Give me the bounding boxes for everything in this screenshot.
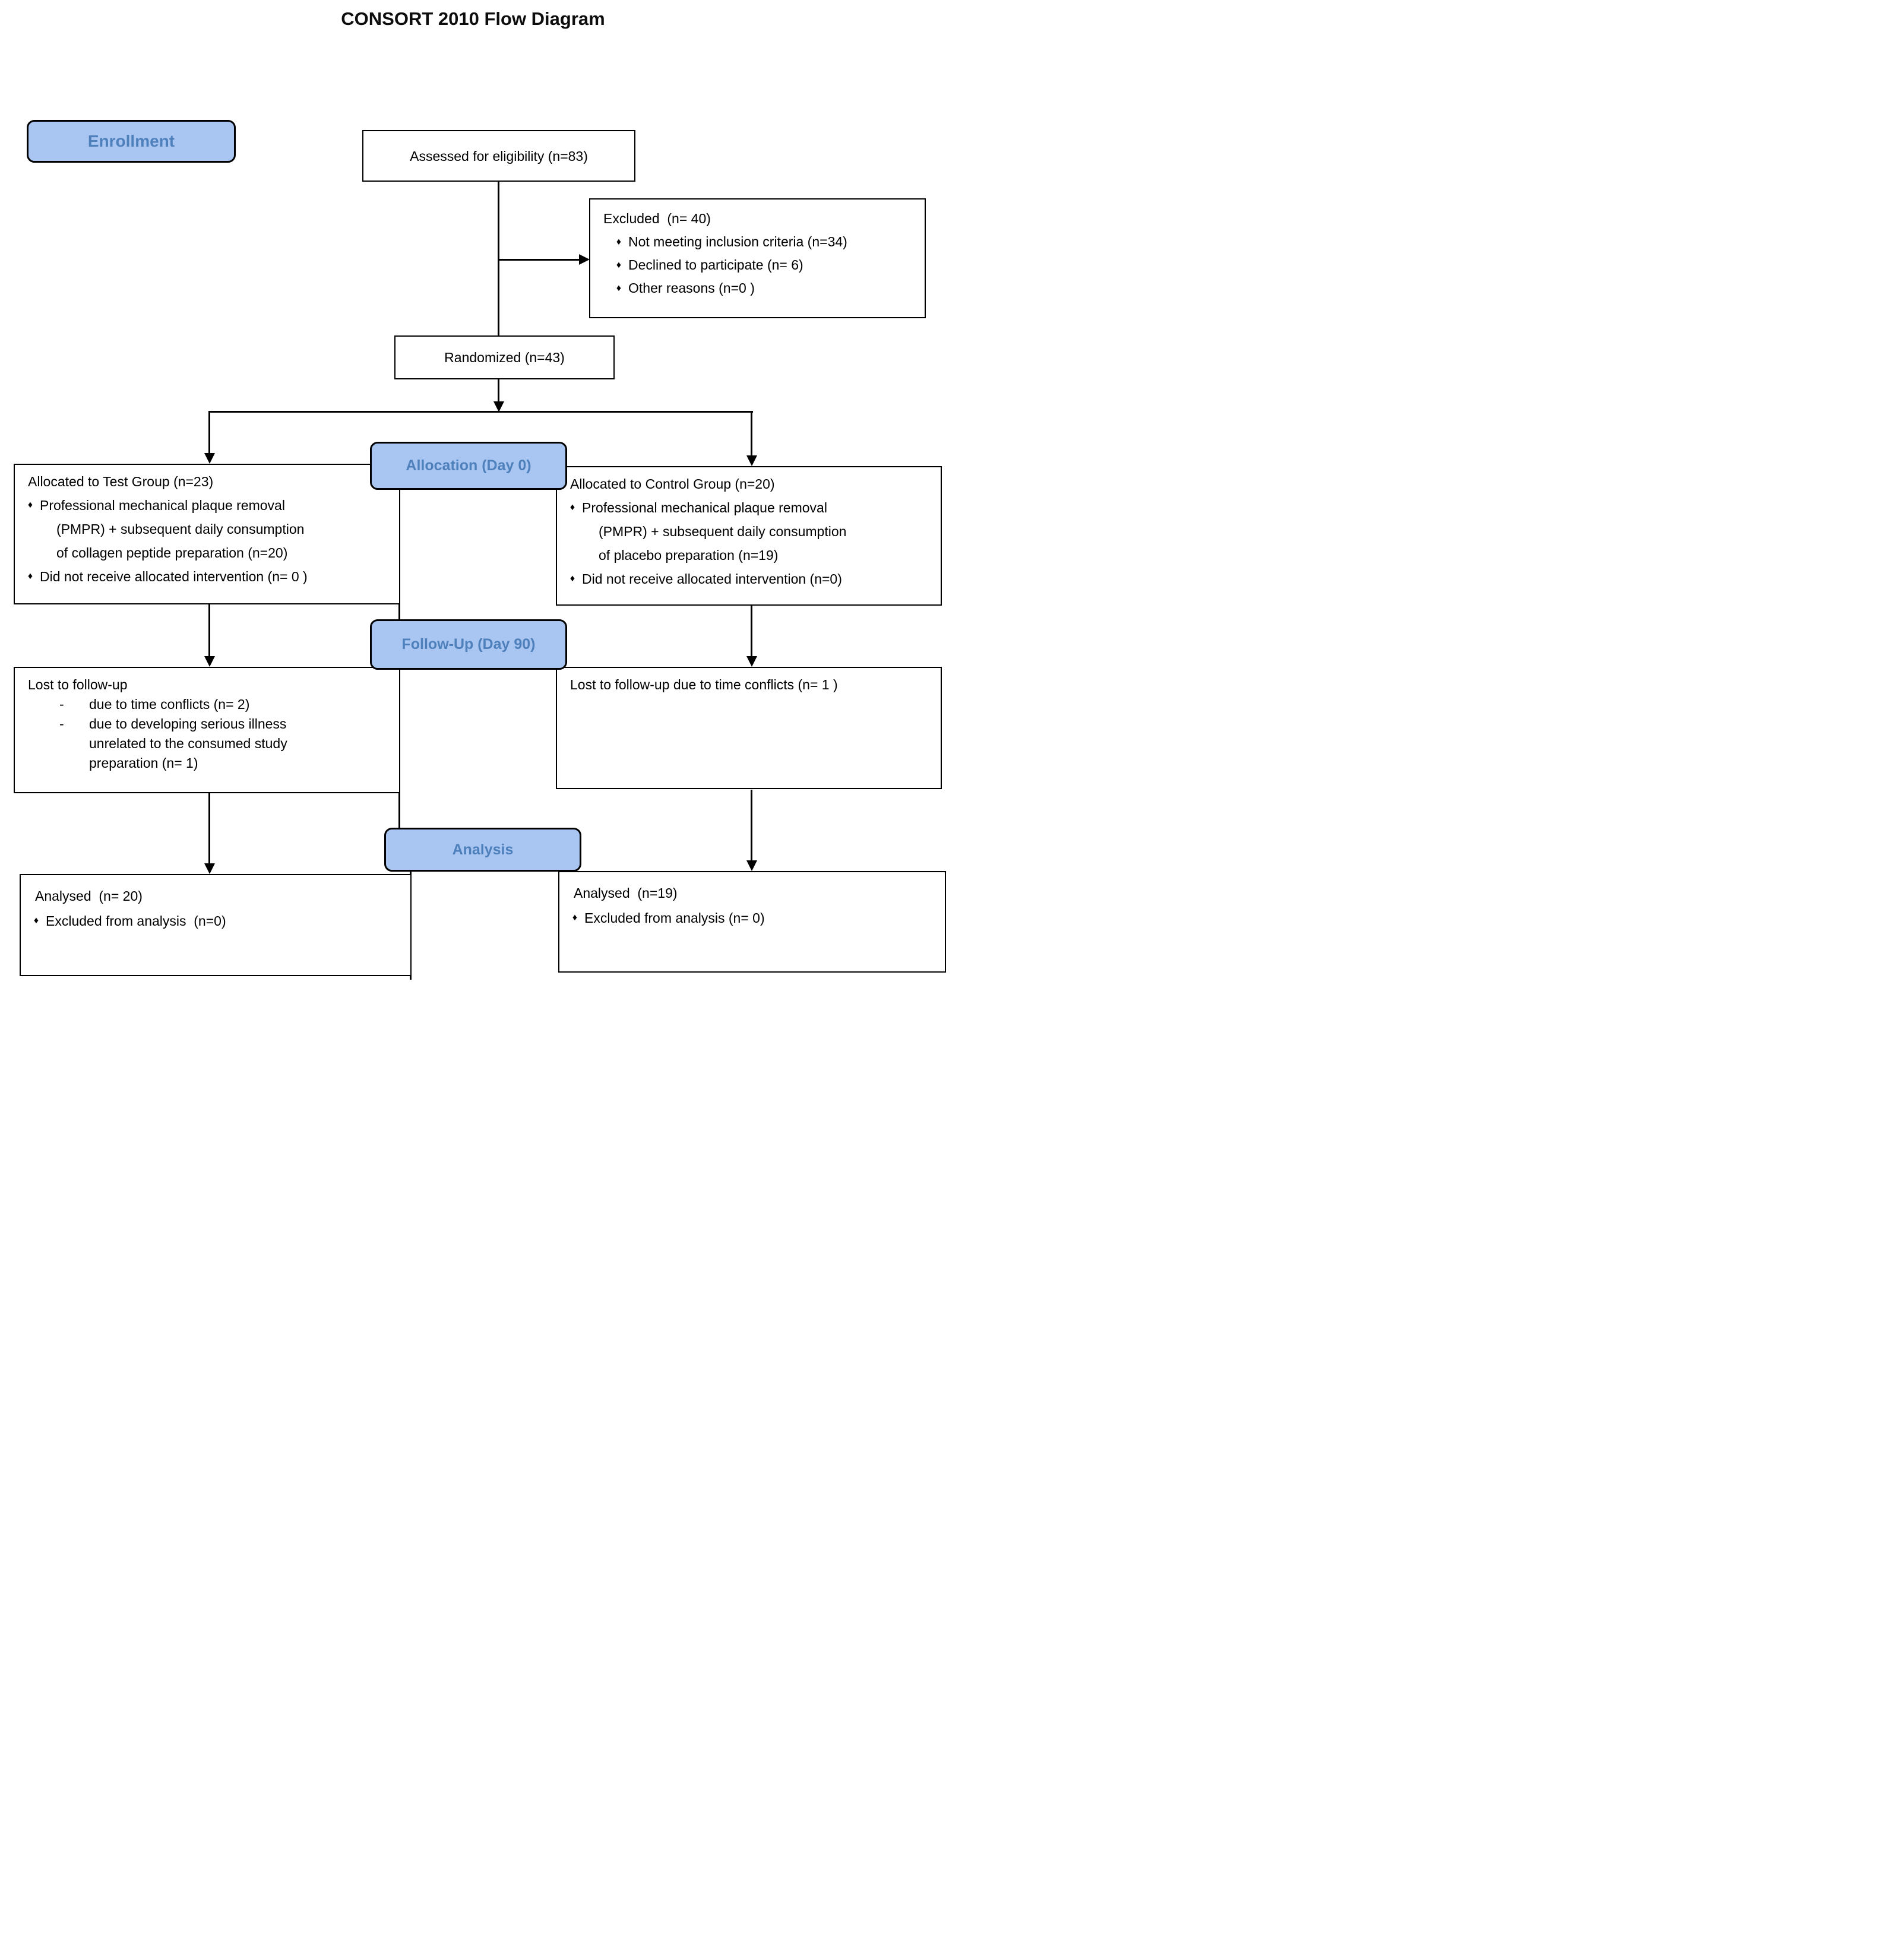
box-analysed-control: Analysed (n=19) ♦ Excluded from analysis… [558, 871, 946, 973]
excluded-bullet-text: Declined to participate (n= 6) [628, 257, 803, 273]
lost-test-item-cont: preparation (n= 1) [89, 755, 198, 771]
control-group-bullet-text: Professional mechanical plaque removal [582, 500, 827, 515]
box-lost-control: Lost to follow-up due to time conflicts … [556, 667, 942, 789]
lost-test-item-text: due to time conflicts (n= 2) [89, 696, 250, 712]
analysed-control-bullet-text: Excluded from analysis (n= 0) [584, 910, 765, 926]
consort-flow-diagram: CONSORT 2010 Flow Diagram Enrollment All… [0, 0, 946, 980]
diamond-bullet-icon: ♦ [616, 237, 622, 247]
test-group-bullet-text: Did not receive allocated intervention (… [40, 569, 308, 584]
connector-randomized-junction [498, 379, 499, 403]
excluded-bullet-text: Not meeting inclusion criteria (n=34) [628, 234, 847, 249]
stage-analysis: Analysis [384, 828, 581, 872]
connector-assessed-randomized [498, 182, 499, 336]
arrowhead-right-icon [579, 254, 590, 265]
arrowhead-down-icon [746, 860, 757, 871]
diamond-bullet-icon: ♦ [572, 913, 578, 923]
box-lost-test: Lost to follow-up - due to time conflict… [14, 667, 400, 793]
stage-followup-label: Follow-Up (Day 90) [401, 636, 536, 653]
connector-lost-analysed-left [208, 793, 210, 865]
list-item: ♦ Professional mechanical plaque removal [15, 493, 399, 517]
box-analysed-test: Analysed (n= 20) ♦ Excluded from analysi… [20, 874, 412, 976]
arrowhead-down-icon [204, 863, 215, 874]
list-item: ♦ Excluded from analysis (n=0) [21, 908, 410, 933]
connector-testgroup-lost [208, 604, 210, 658]
diamond-bullet-icon: ♦ [616, 283, 622, 293]
lost-test-heading: Lost to follow-up [28, 677, 128, 692]
arrowhead-down-icon [204, 656, 215, 667]
control-group-bullet-cont: of placebo preparation (n=19) [599, 547, 779, 563]
box-control-group: Allocated to Control Group (n=20) ♦ Prof… [556, 466, 942, 606]
control-group-bullet-cont: (PMPR) + subsequent daily consumption [599, 524, 847, 539]
lost-test-item-text: due to developing serious illness [89, 716, 287, 732]
connector-controlgroup-lost [751, 606, 752, 658]
diamond-bullet-icon: ♦ [616, 260, 622, 270]
stage-allocation-label: Allocation (Day 0) [406, 457, 531, 474]
control-group-heading: Allocated to Control Group (n=20) [570, 476, 775, 492]
box-excluded: Excluded (n= 40) ♦ Not meeting inclusion… [589, 198, 926, 318]
list-item: - due to time conflicts (n= 2) [15, 695, 399, 714]
box-test-group: Allocated to Test Group (n=23) ♦ Profess… [14, 464, 400, 604]
stage-followup: Follow-Up (Day 90) [370, 619, 567, 670]
analysed-control-heading: Analysed (n=19) [574, 885, 678, 901]
arrowhead-down-icon [746, 455, 757, 466]
test-group-bullet-cont: (PMPR) + subsequent daily consumption [56, 521, 305, 537]
list-item: ♦ Professional mechanical plaque removal [557, 496, 941, 520]
connector-split-horizontal [210, 411, 753, 413]
stage-enrollment: Enrollment [27, 120, 236, 163]
diamond-bullet-icon: ♦ [570, 502, 575, 512]
test-group-bullet-cont: of collagen peptide preparation (n=20) [56, 545, 288, 561]
list-item: ♦ Did not receive allocated intervention… [557, 567, 941, 591]
assessed-text: Assessed for eligibility (n=83) [410, 148, 588, 164]
stage-allocation: Allocation (Day 0) [370, 442, 567, 490]
arrowhead-down-icon [493, 401, 504, 412]
excluded-bullet-text: Other reasons (n=0 ) [628, 280, 755, 296]
dash-bullet-icon: - [59, 696, 64, 712]
diamond-bullet-icon: ♦ [33, 916, 39, 926]
analysed-test-heading: Analysed (n= 20) [35, 888, 143, 904]
connector-split-right-drop [751, 411, 752, 457]
randomized-text: Randomized (n=43) [444, 350, 565, 365]
diamond-bullet-icon: ♦ [27, 571, 33, 581]
stage-analysis-label: Analysis [452, 841, 514, 858]
connector-split-left-drop [208, 411, 210, 455]
list-item: - due to developing serious illness [15, 714, 399, 734]
lost-test-item-cont: unrelated to the consumed study [89, 736, 287, 751]
arrowhead-down-icon [746, 656, 757, 667]
lost-control-text: Lost to follow-up due to time conflicts … [570, 677, 838, 692]
diamond-bullet-icon: ♦ [570, 574, 575, 584]
diamond-bullet-icon: ♦ [27, 500, 33, 510]
list-item: ♦ Excluded from analysis (n= 0) [559, 905, 945, 930]
list-item: ♦ Did not receive allocated intervention… [15, 565, 399, 588]
test-group-heading: Allocated to Test Group (n=23) [28, 474, 214, 489]
box-randomized: Randomized (n=43) [394, 335, 615, 379]
arrowhead-down-icon [204, 453, 215, 464]
list-item: ♦ Declined to participate (n= 6) [603, 254, 925, 277]
diagram-title: CONSORT 2010 Flow Diagram [341, 8, 605, 29]
excluded-heading: Excluded (n= 40) [603, 211, 711, 226]
connector-excluded-branch [499, 259, 581, 261]
analysed-test-bullet-text: Excluded from analysis (n=0) [46, 913, 226, 929]
connector-lost-analysed-right [751, 790, 752, 862]
control-group-bullet-text: Did not receive allocated intervention (… [582, 571, 842, 587]
dash-bullet-icon: - [59, 716, 64, 732]
list-item: ♦ Not meeting inclusion criteria (n=34) [603, 230, 925, 254]
test-group-bullet-text: Professional mechanical plaque removal [40, 498, 285, 513]
stage-enrollment-label: Enrollment [87, 132, 175, 150]
box-assessed: Assessed for eligibility (n=83) [362, 130, 635, 182]
list-item: ♦ Other reasons (n=0 ) [603, 277, 925, 300]
